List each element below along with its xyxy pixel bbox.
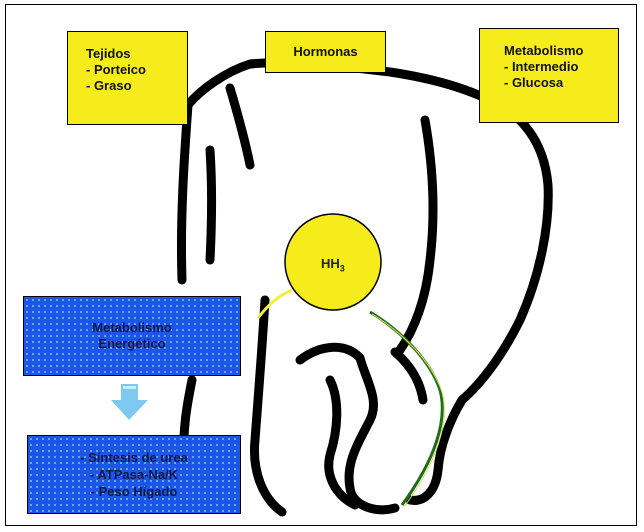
cow-leg-left	[254, 300, 282, 512]
tejidos-item: - Graso	[86, 78, 187, 94]
down-arrow-icon	[111, 384, 148, 420]
hh-text: HH	[321, 256, 340, 271]
hormonas-box: Hormonas	[265, 31, 386, 73]
metabolismo-title: Metabolismo	[504, 43, 618, 59]
metabolismo-box: Metabolismo - Intermedio - Glucosa	[479, 28, 619, 123]
sintesis-box: - Síntesis de urea - ATPasa-Na/K - Peso …	[27, 435, 241, 514]
tejidos-title: Tejidos	[86, 46, 187, 62]
cow-chest-line	[230, 88, 250, 165]
sintesis-item: - Síntesis de urea	[80, 449, 188, 466]
metabolismo-energetico-box: Metabolismo Energético	[23, 296, 241, 376]
tejidos-item: - Porteico	[86, 62, 187, 78]
energetico-line: Metabolismo	[92, 320, 171, 336]
cow-front-leg	[181, 105, 188, 280]
cow-inner-line	[210, 150, 212, 260]
connector-green	[370, 312, 442, 505]
cow-rear-curve	[400, 120, 433, 350]
sintesis-item: - Peso Hígado	[91, 483, 178, 500]
metabolismo-item: - Glucosa	[504, 75, 618, 91]
cow-head	[300, 347, 395, 510]
metabolismo-item: - Intermedio	[504, 59, 618, 75]
energetico-line: Energético	[98, 336, 165, 352]
tejidos-box: Tejidos - Porteico - Graso	[67, 31, 188, 125]
hh3-label: HH3	[321, 256, 345, 274]
hormonas-title: Hormonas	[293, 44, 357, 60]
sintesis-item: - ATPasa-Na/K	[90, 466, 178, 483]
cow-neck	[395, 352, 423, 400]
hh-subscript: 3	[340, 264, 345, 274]
